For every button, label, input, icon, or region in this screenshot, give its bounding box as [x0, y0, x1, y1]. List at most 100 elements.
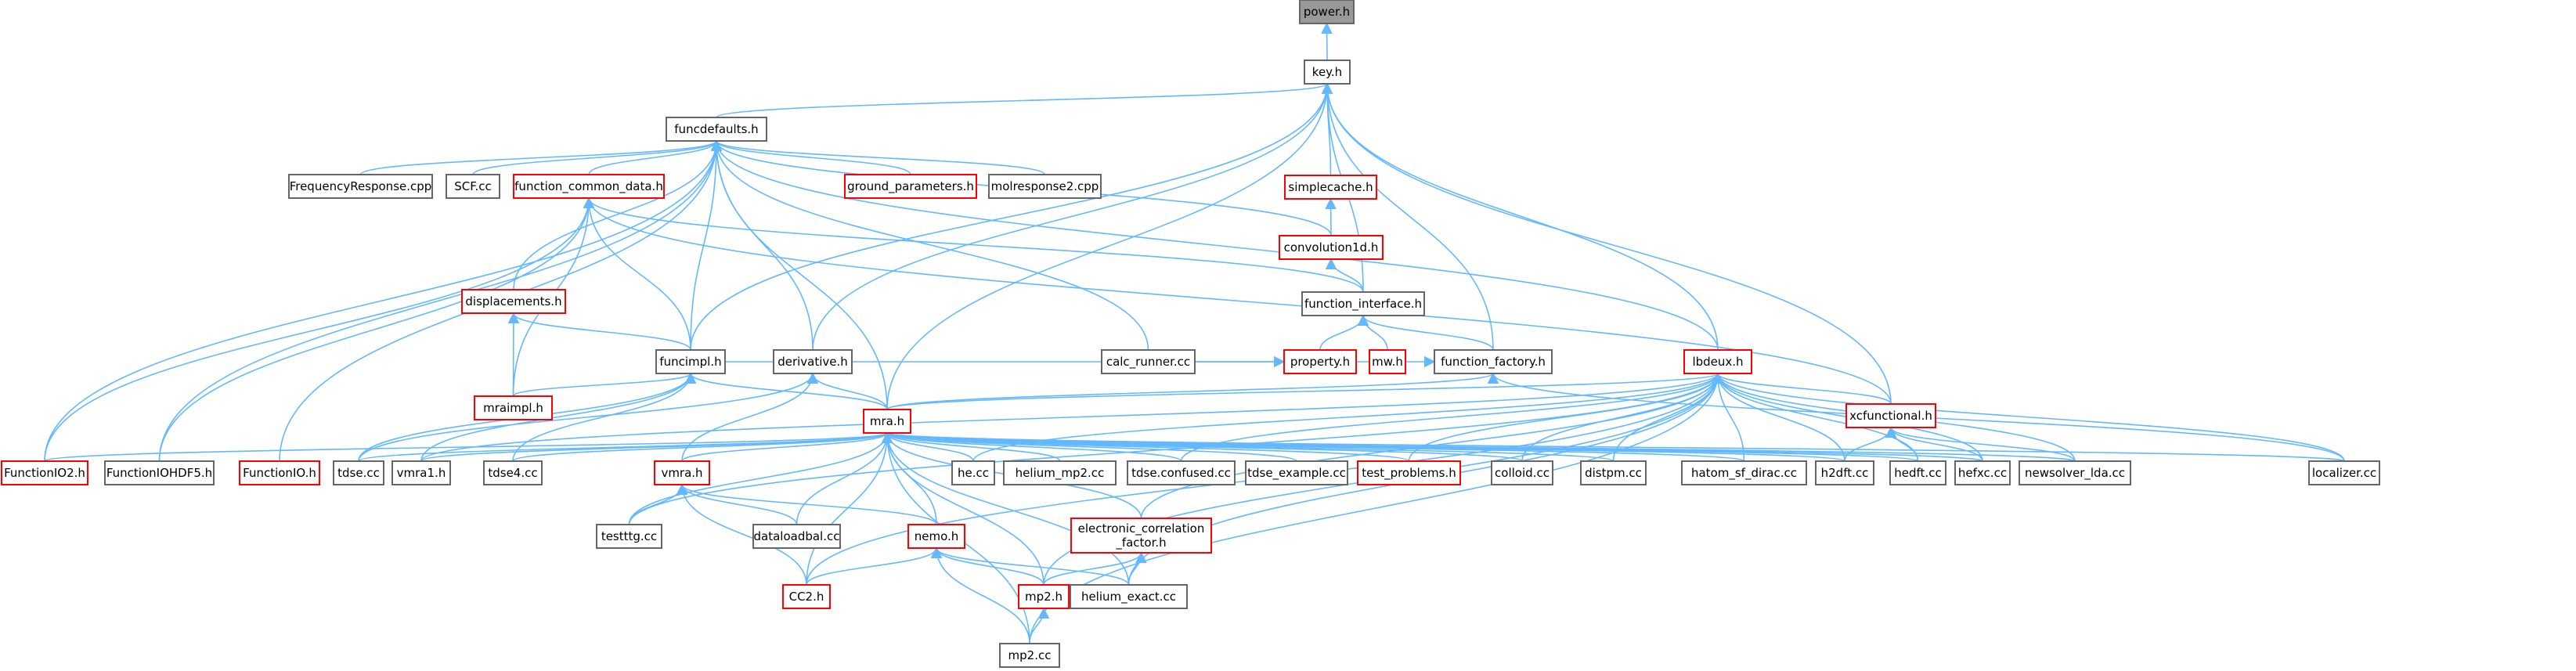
edge-function_common_data-to-FunctionIOHDF5	[158, 197, 595, 462]
edge-key-to-function_factory	[1321, 82, 1494, 351]
node-key[interactable]: key.h	[1304, 60, 1351, 85]
node-label: funcimpl.h	[659, 355, 721, 369]
node-box	[104, 460, 215, 485]
node-box	[288, 174, 433, 199]
node-FunctionIO[interactable]: FunctionIO.h	[239, 460, 320, 485]
node-label: lbdeux.h	[1692, 355, 1743, 369]
node-vmra[interactable]: vmra.h	[654, 460, 710, 485]
node-box	[1357, 460, 1461, 485]
node-calc-runner[interactable]: calc_runner.cc	[1101, 349, 1196, 374]
node-box	[1127, 460, 1236, 485]
node-hedft[interactable]: hedft.cc	[1889, 460, 1946, 485]
node-box	[863, 409, 911, 434]
node-label: simplecache.h	[1288, 180, 1373, 194]
node-label: tdse.cc	[337, 466, 380, 480]
node-box	[1070, 584, 1188, 609]
node-vmra1[interactable]: vmra1.h	[391, 460, 451, 485]
node-localizer[interactable]: localizer.cc	[2308, 460, 2380, 485]
node-tdse-confused[interactable]: tdse.confused.cc	[1127, 460, 1236, 485]
edge-simplecache-to-convolution1d	[1325, 197, 1337, 236]
edge-funcdefaults-to-ground_parameters	[710, 139, 911, 175]
node-derivative[interactable]: derivative.h	[773, 349, 853, 374]
node-function-factory[interactable]: function_factory.h	[1434, 349, 1553, 374]
edge-nemo-to-mp2cc	[930, 547, 1030, 644]
node-tdse-example[interactable]: tdse_example.cc	[1245, 460, 1348, 485]
node-newsolver-lda[interactable]: newsolver_lda.cc	[2019, 460, 2131, 485]
node-helium-mp2[interactable]: helium_mp2.cc	[1003, 460, 1117, 485]
edge-lbdeux-to-xcfunctional	[1712, 372, 1892, 405]
edge-electronic_correlation_factor-to-helium_exact	[1127, 551, 1147, 586]
node-FunctionIO2[interactable]: FunctionIO2.h	[1, 460, 88, 485]
edge-function_interface-to-function_factory	[1357, 314, 1494, 351]
node-mp2cc[interactable]: mp2.cc	[999, 643, 1060, 668]
node-dataloadbal[interactable]: dataloadbal.cc	[752, 524, 841, 549]
node-helium-exact[interactable]: helium_exact.cc	[1070, 584, 1188, 609]
node-hatom-sf-dirac[interactable]: hatom_sf_dirac.cc	[1681, 460, 1807, 485]
node-SCF[interactable]: SCF.cc	[446, 174, 500, 199]
node-CC2[interactable]: CC2.h	[782, 584, 831, 609]
node-box	[2308, 460, 2380, 485]
node-property[interactable]: property.h	[1283, 349, 1357, 374]
node-mwh[interactable]: mw.h	[1369, 349, 1406, 374]
node-label: h2dft.cc	[1821, 466, 1869, 480]
node-hefxc[interactable]: hefxc.cc	[1954, 460, 2011, 485]
node-mra[interactable]: mra.h	[863, 409, 911, 434]
edge-mra-to-helium_exact	[881, 431, 1130, 586]
node-label: test_problems.h	[1362, 466, 1456, 481]
node-displacements[interactable]: displacements.h	[461, 289, 566, 314]
node-molresponse2[interactable]: molresponse2.cpp	[988, 174, 1102, 199]
node-box	[1683, 349, 1752, 374]
edge-nemo-to-helium_exact	[930, 547, 1130, 586]
node-FrequencyResponse[interactable]: FrequencyResponse.cpp	[288, 174, 433, 199]
node-box	[333, 460, 384, 485]
edge-mra-to-tdse_confused	[882, 431, 1182, 462]
edge-mra-to-newsolver_lda	[882, 431, 2076, 462]
node-label: FunctionIO.h	[243, 466, 316, 480]
node-box	[483, 460, 543, 485]
node-funcimpl[interactable]: funcimpl.h	[655, 349, 726, 374]
node-nemo[interactable]: nemo.h	[907, 524, 965, 549]
edge-funcdefaults-to-lbdeux	[710, 139, 1719, 351]
node-box	[239, 460, 320, 485]
node-box	[1279, 235, 1384, 260]
edge-funcimpl-to-mraimpl	[512, 372, 696, 397]
node-label: vmra.h	[661, 466, 702, 480]
node-testttg[interactable]: testttg.cc	[596, 524, 662, 549]
node-ground-parameters[interactable]: ground_parameters.h	[844, 174, 977, 199]
edge-mra-to-mp2h	[881, 431, 1044, 586]
node-colloid[interactable]: colloid.cc	[1491, 460, 1553, 485]
node-simplecache[interactable]: simplecache.h	[1284, 175, 1377, 200]
node-mp2h[interactable]: mp2.h	[1018, 584, 1070, 609]
node-label: xcfunctional.h	[1849, 409, 1932, 423]
node-function-common-data[interactable]: function_common_data.h	[513, 174, 665, 199]
edge-mra-to-helium_mp2	[881, 431, 1061, 462]
node-mraimpl[interactable]: mraimpl.h	[474, 395, 553, 420]
node-distpm[interactable]: distpm.cc	[1580, 460, 1647, 485]
node-tdse[interactable]: tdse.cc	[333, 460, 384, 485]
node-test-problems[interactable]: test_problems.h	[1357, 460, 1461, 485]
node-funcdefaults[interactable]: funcdefaults.h	[666, 117, 767, 142]
node-box	[513, 174, 665, 199]
node-electronic-correlation-factor[interactable]: electronic_correlation_factor.h	[1070, 518, 1212, 554]
node-he[interactable]: he.cc	[951, 460, 995, 485]
edge-function_common_data-to-funcimpl	[583, 197, 691, 351]
node-function-interface[interactable]: function_interface.h	[1301, 291, 1425, 316]
node-FunctionIOHDF5[interactable]: FunctionIOHDF5.h	[104, 460, 215, 485]
edge-lbdeux-to-localizer	[1712, 372, 2345, 462]
edge-displacements-to-funcimpl	[507, 312, 691, 351]
node-tdse4[interactable]: tdse4.cc	[483, 460, 543, 485]
node-h2dft[interactable]: h2dft.cc	[1815, 460, 1874, 485]
node-box	[1101, 349, 1196, 374]
node-label: function_common_data.h	[514, 179, 663, 194]
node-box	[1681, 460, 1807, 485]
node-lbdeux[interactable]: lbdeux.h	[1683, 349, 1752, 374]
edge-mra-to-testttg	[628, 431, 893, 525]
node-box	[1283, 349, 1357, 374]
edge-mra-to-tdse4	[512, 431, 893, 462]
node-power[interactable]: power.h	[1299, 0, 1355, 24]
node-label: distpm.cc	[1585, 466, 1642, 480]
node-label: tdse_example.cc	[1247, 466, 1346, 481]
node-xcfunctional[interactable]: xcfunctional.h	[1845, 403, 1936, 428]
node-convolution1d[interactable]: convolution1d.h	[1279, 235, 1384, 260]
edge-function_common_data-to-function_interface	[583, 197, 1364, 293]
